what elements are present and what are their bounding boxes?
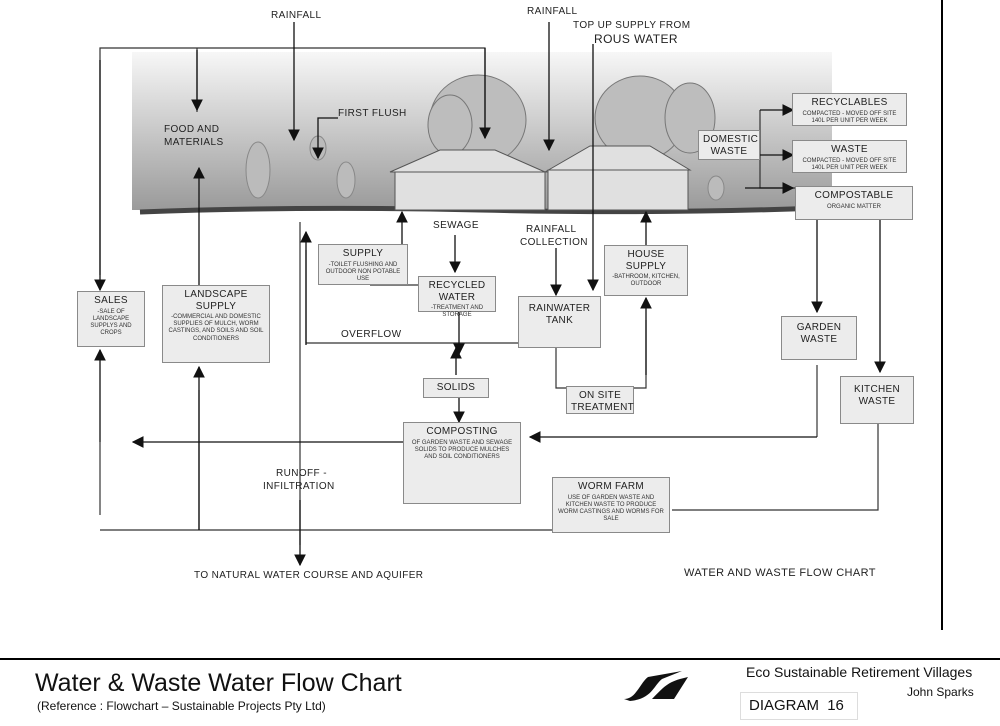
runoff-label-2: INFILTRATION <box>263 481 335 492</box>
garden-waste-box: GARDEN WASTE <box>781 316 857 360</box>
domestic-waste-title: DOMESTIC WASTE <box>703 134 759 157</box>
house-illustration <box>389 145 692 211</box>
diagram-label: DIAGRAM <box>749 697 820 714</box>
rainwater-tank-title: RAINWATER TANK <box>528 303 591 326</box>
arrow-first-flush <box>312 117 338 160</box>
landscape-supply-box: LANDSCAPE SUPPLY -COMMERCIAL AND DOMESTI… <box>162 285 270 363</box>
footer-reference: (Reference : Flowchart – Sustainable Pro… <box>37 699 326 713</box>
solids-title: SOLIDS <box>436 382 476 393</box>
compostable-sub: ORGANIC MATTER <box>827 203 881 210</box>
landscape-supply-title: LANDSCAPE SUPPLY <box>184 289 248 312</box>
runoff-label-1: RUNOFF - <box>276 468 327 479</box>
recyclables-title: RECYCLABLES <box>811 97 888 108</box>
overflow-label: OVERFLOW <box>341 329 402 340</box>
food-materials-label-2: MATERIALS <box>164 137 224 148</box>
on-site-treatment-box: ON SITE TREATMENT <box>566 386 634 414</box>
composting-title: COMPOSTING <box>426 426 498 437</box>
footer-divider <box>0 658 1000 660</box>
garden-waste-title: GARDEN WASTE <box>796 322 842 345</box>
waste-box: WASTE COMPACTED - MOVED OFF SITE 140L PE… <box>792 140 907 173</box>
page-right-border <box>941 0 943 630</box>
first-flush-label: FIRST FLUSH <box>338 108 407 119</box>
landscape-supply-sub: -COMMERCIAL AND DOMESTIC SUPPLIES OF MUL… <box>168 314 264 342</box>
recyclables-box: RECYCLABLES COMPACTED - MOVED OFF SITE 1… <box>792 93 907 126</box>
rainfall-right-label: RAINFALL <box>527 6 578 17</box>
footer-author: John Sparks <box>907 685 974 699</box>
diagram-number-box: DIAGRAM 16 <box>740 692 858 720</box>
recycled-water-title: RECYCLED WATER <box>428 280 486 303</box>
house-supply-title: HOUSE SUPPLY <box>625 249 667 272</box>
supply-sub: -TOILET FLUSHING AND OUTDOOR NON POTABLE… <box>325 261 401 282</box>
chart-caption: WATER AND WASTE FLOW CHART <box>684 567 876 579</box>
food-materials-label-1: FOOD AND <box>164 124 220 135</box>
connector-onsite-left <box>555 348 566 389</box>
rous-water-label: ROUS WATER <box>594 32 678 46</box>
domestic-waste-box: DOMESTIC WASTE <box>698 130 760 160</box>
organisation-logo-icon <box>624 671 688 701</box>
recycled-water-box: RECYCLED WATER -TREATMENT AND STORAGE <box>418 276 496 318</box>
sewage-label: SEWAGE <box>433 220 479 231</box>
rainfall-collection-label-1: RAINFALL <box>526 224 577 235</box>
compostable-box: COMPOSTABLE ORGANIC MATTER <box>795 186 913 220</box>
waste-title: WASTE <box>831 144 868 155</box>
diagram-number: 16 <box>827 697 844 714</box>
sales-title: SALES <box>94 295 128 306</box>
kitchen-waste-title: KITCHEN WASTE <box>854 384 900 407</box>
house-supply-sub: -BATHROOM, KITCHEN, OUTDOOR <box>612 274 680 288</box>
solids-box: SOLIDS <box>423 378 489 398</box>
top-up-label: TOP UP SUPPLY FROM <box>573 20 691 31</box>
waste-sub: COMPACTED - MOVED OFF SITE 140L PER UNIT… <box>802 157 897 171</box>
composting-sub: OF GARDEN WASTE AND SEWAGE SOLIDS TO PRO… <box>411 439 513 460</box>
kitchen-waste-box: KITCHEN WASTE <box>840 376 914 424</box>
recyclables-sub: COMPACTED - MOVED OFF SITE 140L PER UNIT… <box>802 110 897 124</box>
house-supply-box: HOUSE SUPPLY -BATHROOM, KITCHEN, OUTDOOR <box>604 245 688 296</box>
worm-farm-box: WORM FARM USE OF GARDEN WASTE AND KITCHE… <box>552 477 670 533</box>
sales-sub: -SALE OF LANDSCAPE SUPPLYS AND CROPS <box>90 308 132 337</box>
on-site-treatment-title: ON SITE TREATMENT <box>571 390 635 413</box>
supply-title: SUPPLY <box>342 248 384 259</box>
natural-water-label: TO NATURAL WATER COURSE AND AQUIFER <box>194 570 424 581</box>
compostable-title: COMPOSTABLE <box>814 190 894 201</box>
worm-farm-sub: USE OF GARDEN WASTE AND KITCHEN WASTE TO… <box>558 494 664 523</box>
supply-box: SUPPLY -TOILET FLUSHING AND OUTDOOR NON … <box>318 244 408 285</box>
composting-box: COMPOSTING OF GARDEN WASTE AND SEWAGE SO… <box>403 422 521 504</box>
rainfall-collection-label-2: COLLECTION <box>520 237 588 248</box>
recycled-water-sub: -TREATMENT AND STORAGE <box>430 305 484 319</box>
connector-onsite-right <box>634 320 647 389</box>
connector-kitchen-worm <box>672 424 879 511</box>
rainwater-tank-box: RAINWATER TANK <box>518 296 601 348</box>
footer-title: Water & Waste Water Flow Chart <box>35 669 402 697</box>
worm-farm-title: WORM FARM <box>577 481 645 492</box>
footer-organisation: Eco Sustainable Retirement Villages <box>746 664 973 680</box>
rainfall-left-label: RAINFALL <box>271 10 322 21</box>
sales-box: SALES -SALE OF LANDSCAPE SUPPLYS AND CRO… <box>77 291 145 347</box>
